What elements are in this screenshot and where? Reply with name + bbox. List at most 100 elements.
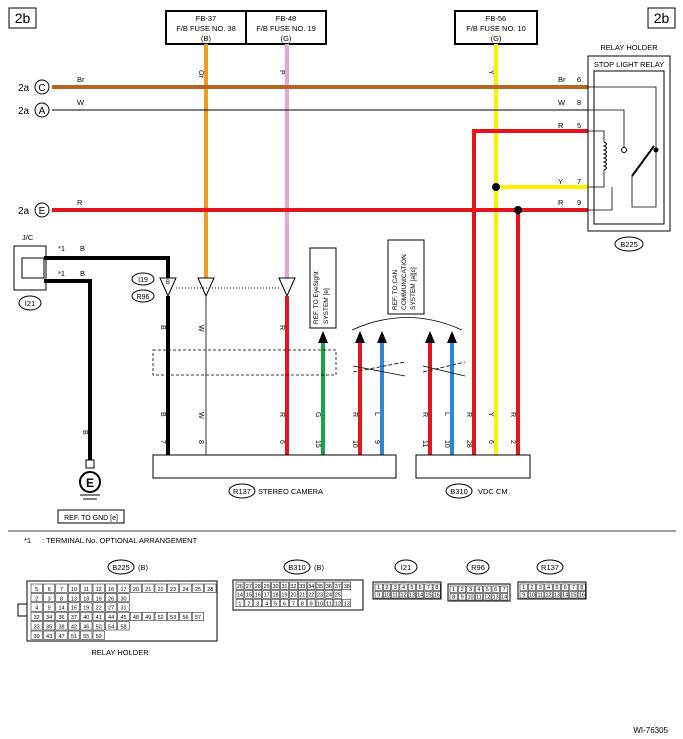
- connector-pin-label: 14: [501, 595, 507, 601]
- connector-cell: [92, 593, 105, 603]
- svg-text:B310: B310: [450, 487, 468, 496]
- connector-cell: [92, 611, 105, 621]
- svg-text:B225: B225: [112, 563, 130, 572]
- connector-cell: [67, 630, 80, 640]
- connector-cell: [333, 581, 343, 590]
- connector-pin-label: 25: [195, 587, 201, 593]
- svg-text:10: 10: [351, 440, 358, 448]
- connector-pin-label: 13: [71, 596, 77, 602]
- svg-text:B: B: [159, 325, 166, 330]
- svg-text:5: 5: [577, 121, 581, 130]
- svg-text:*1: *1: [58, 269, 65, 278]
- joint-connector-labels: I19 R96: [131, 272, 155, 303]
- connector-pin-label: 10: [384, 593, 390, 599]
- connector-pin-label: 37: [71, 615, 77, 621]
- connector-cell: [315, 590, 325, 599]
- footnote: *1 : TERMINAL No. OPTIONAL ARRANGEMENT: [24, 536, 198, 545]
- connector-pin-label: 10: [71, 587, 77, 593]
- svg-text:9: 9: [577, 198, 581, 207]
- svg-text:2b: 2b: [654, 10, 670, 26]
- connector-pin-label: 2: [530, 585, 533, 591]
- connector-pin-label: 10: [467, 595, 473, 601]
- connector-cell: [92, 630, 105, 640]
- connector-pin-label: 3: [469, 587, 472, 593]
- vdc-wire-labels: R L R Y R 11 10 28 6 2: [421, 412, 516, 448]
- connector-pin-label: 8: [452, 595, 455, 601]
- connector-cell: [43, 602, 56, 612]
- svg-text:R: R: [351, 412, 358, 417]
- connector-cell: [491, 593, 500, 601]
- connector-pin-label: 14: [58, 606, 64, 612]
- connector-cell: [466, 585, 475, 593]
- connector-pin-label: 11: [537, 593, 543, 599]
- svg-text:FB-48: FB-48: [276, 14, 296, 23]
- connector-pin-label: 7: [60, 587, 63, 593]
- connector-pin-label: 9: [377, 593, 380, 599]
- connector-pin-label: 51: [71, 634, 77, 640]
- svg-text:FB-37: FB-37: [196, 14, 216, 23]
- svg-text:E: E: [39, 206, 46, 217]
- connector-cell: [55, 583, 68, 593]
- connector-pin-label: 1: [522, 585, 525, 591]
- connector-pin-label: 18: [272, 593, 278, 599]
- connector-pin-label: 6: [283, 601, 286, 607]
- connector-cell: [67, 621, 80, 631]
- connector-cell: [536, 583, 545, 591]
- connector-pin-label: 13: [409, 593, 415, 599]
- svg-text:R: R: [278, 325, 285, 330]
- connector-pin-label: 2: [247, 601, 250, 607]
- connector-cell: [80, 621, 93, 631]
- connector-pin-label: 40: [83, 615, 89, 621]
- ref-eyesight: REF. TO EyeSight SYSTEM [e]: [309, 247, 337, 329]
- connector-cell: [30, 602, 43, 612]
- connector-pin-label: 9: [461, 595, 464, 601]
- connector-cell: [244, 598, 254, 608]
- svg-text:REF. TO CAN: REF. TO CAN: [392, 269, 399, 310]
- connector-cell: [117, 583, 130, 593]
- connector-pin-label: 13: [493, 595, 499, 601]
- connector-pin-label: 11: [83, 587, 89, 593]
- connector-cell: [315, 581, 325, 590]
- connector-pin-label: 56: [182, 615, 188, 621]
- connector-cell: [142, 583, 155, 593]
- connector-pin-label: 17: [120, 587, 126, 593]
- connector-cell: [204, 583, 217, 593]
- connector-pin-label: 22: [308, 593, 314, 599]
- connector-pin-label: 49: [145, 615, 151, 621]
- connector-pin-label: 54: [108, 625, 114, 631]
- svg-text:F/B FUSE NO. 10: F/B FUSE NO. 10: [466, 24, 526, 33]
- svg-text:*1: *1: [24, 536, 31, 545]
- svg-text:F/B FUSE NO. 38: F/B FUSE NO. 38: [176, 24, 236, 33]
- connector-cell: [80, 593, 93, 603]
- connector-cell: [67, 611, 80, 621]
- connector-cell: [30, 583, 43, 593]
- connector-pin-label: 36: [58, 615, 64, 621]
- connector-cell: [43, 621, 56, 631]
- connector-pin-label: 38: [344, 584, 350, 590]
- connector-cell: [424, 583, 433, 591]
- svg-text:Y: Y: [487, 412, 494, 417]
- connector-cell: [271, 590, 280, 599]
- svg-text:10: 10: [443, 440, 450, 448]
- svg-text:2a: 2a: [18, 106, 30, 117]
- connector-cell: [342, 598, 351, 608]
- svg-text:B310: B310: [288, 563, 306, 572]
- svg-text:7: 7: [159, 440, 166, 444]
- svg-text:8: 8: [577, 98, 581, 107]
- connector-cell: [324, 581, 334, 590]
- svg-text:2b: 2b: [15, 10, 31, 26]
- connector-cell: [577, 583, 586, 591]
- connector-pin-label: 32: [34, 615, 40, 621]
- connector-pin-label: 32: [290, 584, 296, 590]
- connector-cell: [117, 621, 130, 631]
- svg-text:: TERMINAL No. OPTIONAL ARRANG: : TERMINAL No. OPTIONAL ARRANGEMENT: [42, 536, 198, 545]
- connector-cell: [30, 621, 43, 631]
- svg-text:J/C: J/C: [22, 233, 34, 242]
- connector-pin-label: 57: [195, 615, 201, 621]
- svg-text:B: B: [80, 269, 85, 278]
- connector-cell: [105, 602, 118, 612]
- svg-text:2: 2: [509, 440, 516, 444]
- svg-text:A: A: [39, 106, 46, 117]
- connector-pin-label: 50: [96, 625, 102, 631]
